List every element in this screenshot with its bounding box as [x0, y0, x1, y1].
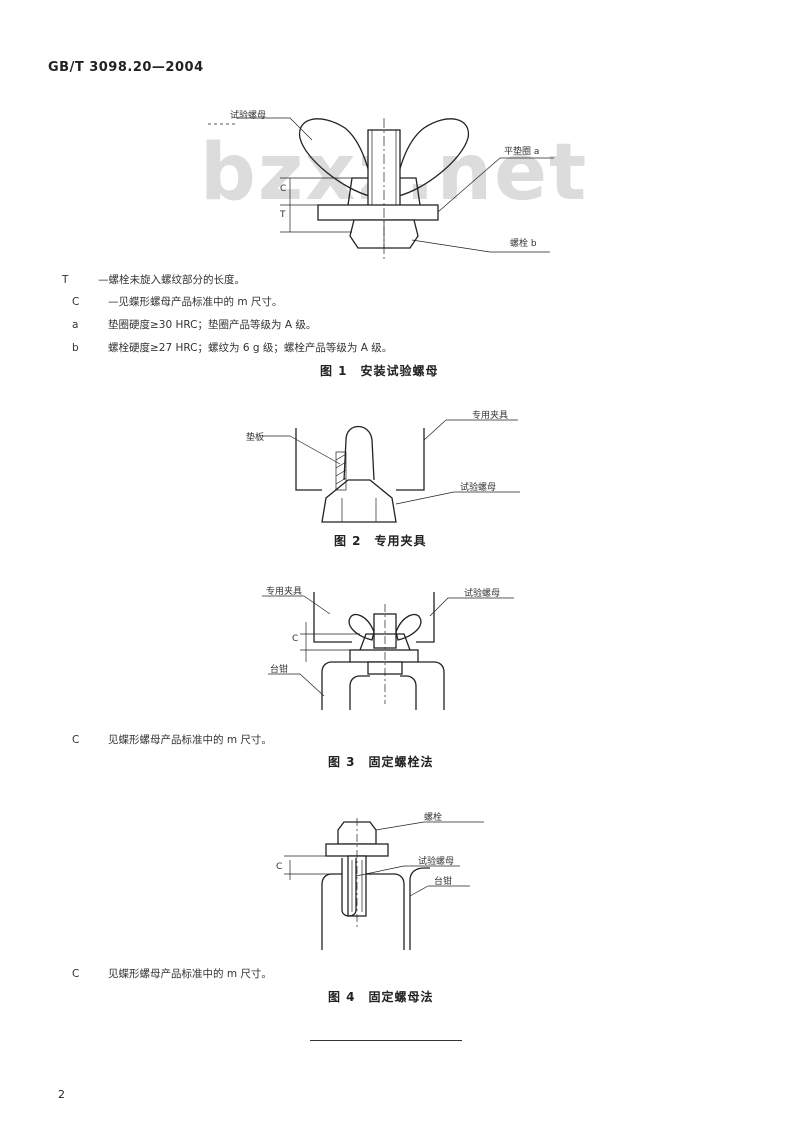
- note-t: T—螺栓未旋入螺纹部分的长度。: [62, 274, 245, 286]
- caption-figure-2: 图 2 专用夹具: [334, 534, 427, 548]
- figure-2: 垫板 专用夹具 试验螺母 图 2 专用夹具: [0, 380, 800, 560]
- figure-1: bzxz.net 试验螺母 平垫圈 a 螺栓 b C T T—: [0, 0, 800, 380]
- note-c: C—见蝶形螺母产品标准中的 m 尺寸。: [72, 296, 283, 308]
- caption-figure-1: 图 1 安装试验螺母: [320, 364, 439, 378]
- label-bolt: 螺栓 b: [510, 239, 537, 249]
- figure-3-drawing: [262, 592, 514, 710]
- label-bench: 台钳: [270, 665, 289, 675]
- label-test-nut: 试验螺母: [460, 483, 497, 493]
- label-test-nut: 试验螺母: [464, 589, 501, 599]
- label-bench: 台钳: [434, 877, 453, 887]
- dim-c: C: [292, 634, 299, 644]
- caption-figure-4: 图 4 固定螺母法: [328, 990, 434, 1004]
- figure-1-drawing: [208, 117, 554, 262]
- dim-c: C: [276, 862, 283, 872]
- label-fixture: 专用夹具: [472, 411, 509, 421]
- standard-number: GB/T 3098.20—2004: [48, 60, 204, 75]
- label-bolt: 螺栓: [424, 813, 443, 823]
- footer-rule: [310, 1040, 462, 1041]
- figure-4-drawing: [284, 818, 484, 950]
- label-test-nut: 试验螺母: [418, 857, 455, 867]
- label-pad: 垫板: [246, 433, 265, 443]
- caption-figure-3: 图 3 固定螺栓法: [328, 755, 434, 769]
- dim-t: T: [280, 210, 286, 220]
- label-washer: 平垫圈 a: [504, 147, 540, 157]
- page-number: 2: [58, 1088, 65, 1101]
- label-test-nut: 试验螺母: [230, 111, 267, 121]
- figure-2-drawing: [262, 419, 520, 523]
- label-fixture: 专用夹具: [266, 587, 303, 597]
- dim-c: C: [280, 184, 287, 194]
